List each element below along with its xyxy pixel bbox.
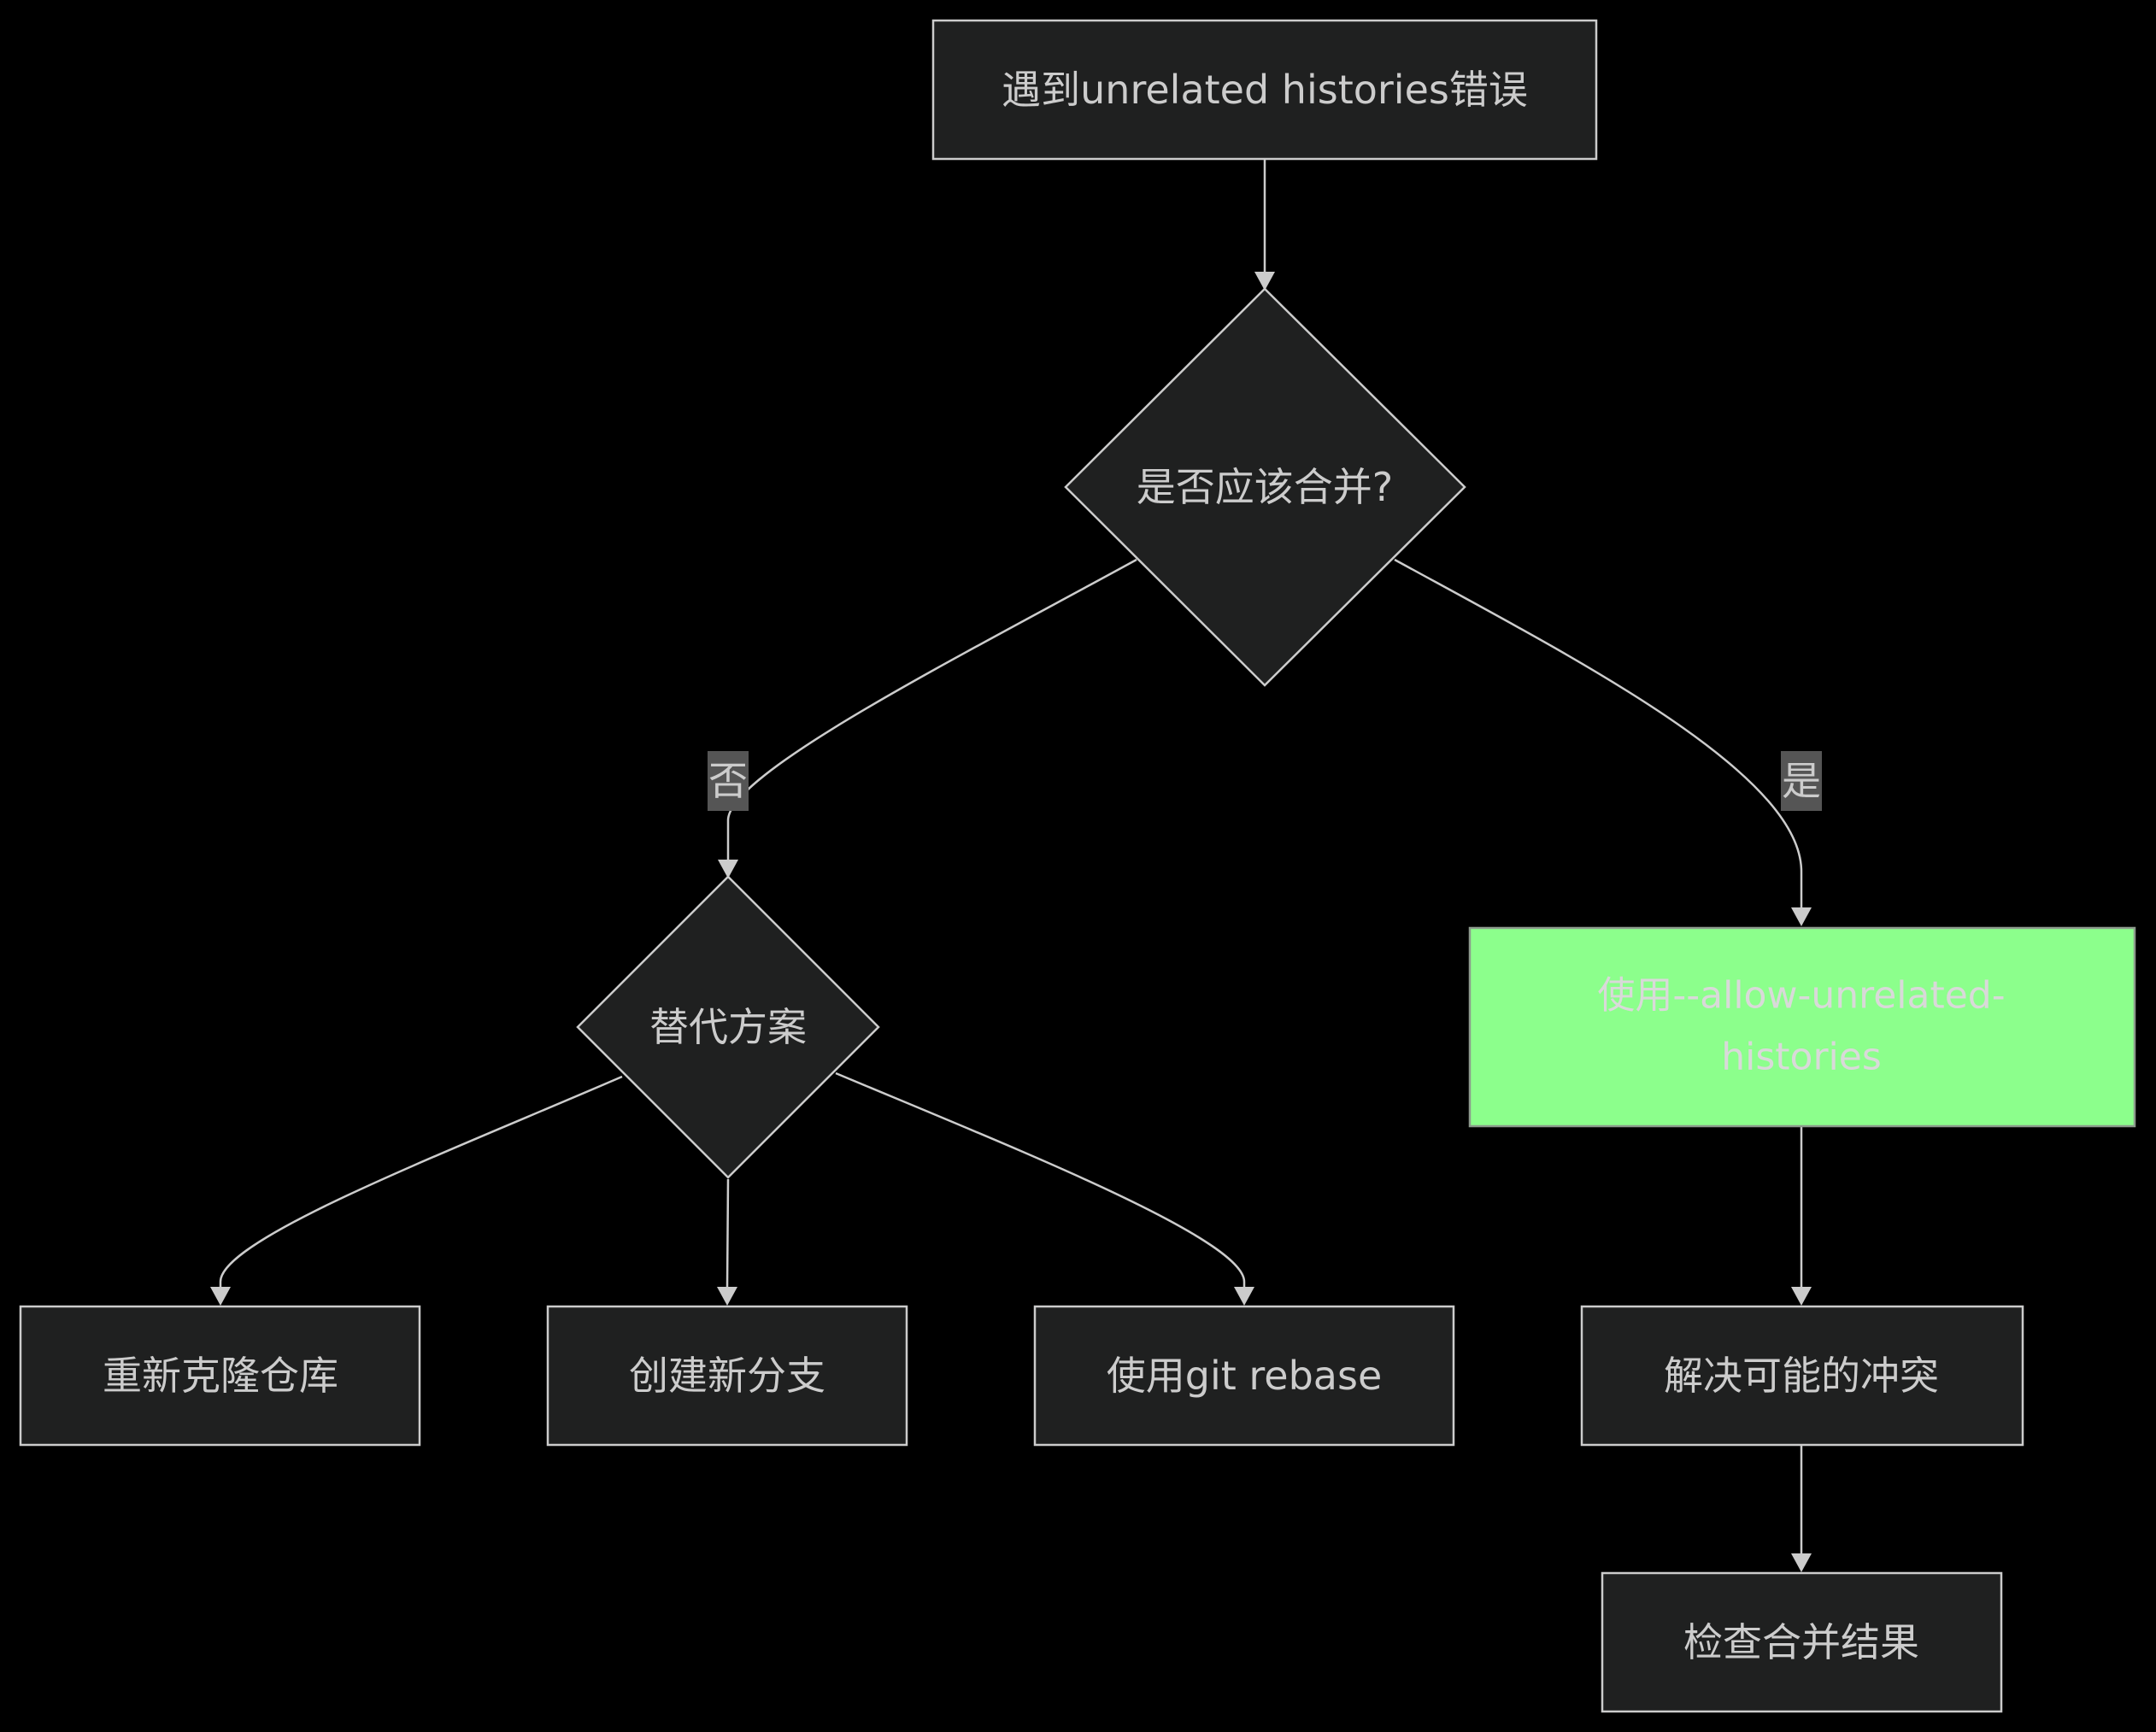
node-decision[interactable]: 是否应该合并? (1064, 287, 1466, 687)
edge-decision-to-alternatives (726, 558, 1137, 860)
edge-label-yes: 是 (1781, 751, 1822, 811)
edge-label-no: 否 (708, 751, 749, 811)
node-allow-label-line2: histories (1721, 1036, 1882, 1079)
node-rebase[interactable]: 使用git rebase (1033, 1305, 1455, 1447)
arrowhead-allow-to-resolve (1791, 1287, 1812, 1306)
node-decision-label: 是否应该合并? (1137, 464, 1393, 510)
node-rebase-label: 使用git rebase (1107, 1353, 1383, 1399)
node-start-label: 遇到unrelated histories错误 (1002, 67, 1528, 113)
edge-alternatives-to-reclone (219, 1075, 623, 1287)
node-newbranch-label: 创建新分支 (629, 1353, 825, 1399)
node-start[interactable]: 遇到unrelated histories错误 (931, 19, 1598, 161)
node-alternatives[interactable]: 替代方案 (576, 875, 880, 1179)
node-reclone[interactable]: 重新克隆仓库 (19, 1305, 421, 1447)
node-allow-unrelated-histories[interactable]: 使用--allow-unrelated- histories (1468, 926, 2136, 1128)
arrowhead-alternatives-to-rebase (1234, 1287, 1254, 1306)
arrowhead-alternatives-to-reclone (210, 1287, 231, 1306)
node-resolve-label: 解决可能的冲突 (1664, 1353, 1939, 1399)
node-alternatives-label: 替代方案 (649, 1004, 807, 1050)
node-reclone-label: 重新克隆仓库 (103, 1353, 338, 1399)
arrowhead-decision-to-alternatives (718, 860, 738, 878)
edge-label-yes-text: 是 (1782, 758, 1821, 804)
node-check-label: 检查合并结果 (1683, 1619, 1919, 1665)
arrowhead-decision-to-allow (1791, 907, 1812, 926)
edges (210, 159, 1812, 1572)
node-newbranch[interactable]: 创建新分支 (546, 1305, 908, 1447)
edge-label-no-text: 否 (708, 758, 748, 804)
edge-alternatives-to-newbranch (726, 1178, 730, 1288)
arrowhead-start-to-decision (1254, 272, 1275, 291)
node-check[interactable]: 检查合并结果 (1601, 1571, 2003, 1713)
node-allow-label-line1: 使用--allow-unrelated- (1597, 974, 2005, 1018)
edge-decision-to-allow (1394, 558, 1803, 907)
edge-alternatives-to-rebase (835, 1071, 1246, 1287)
arrowhead-resolve-to-check (1791, 1553, 1812, 1572)
node-resolve[interactable]: 解决可能的冲突 (1580, 1305, 2024, 1447)
arrowhead-alternatives-to-newbranch (717, 1287, 737, 1306)
